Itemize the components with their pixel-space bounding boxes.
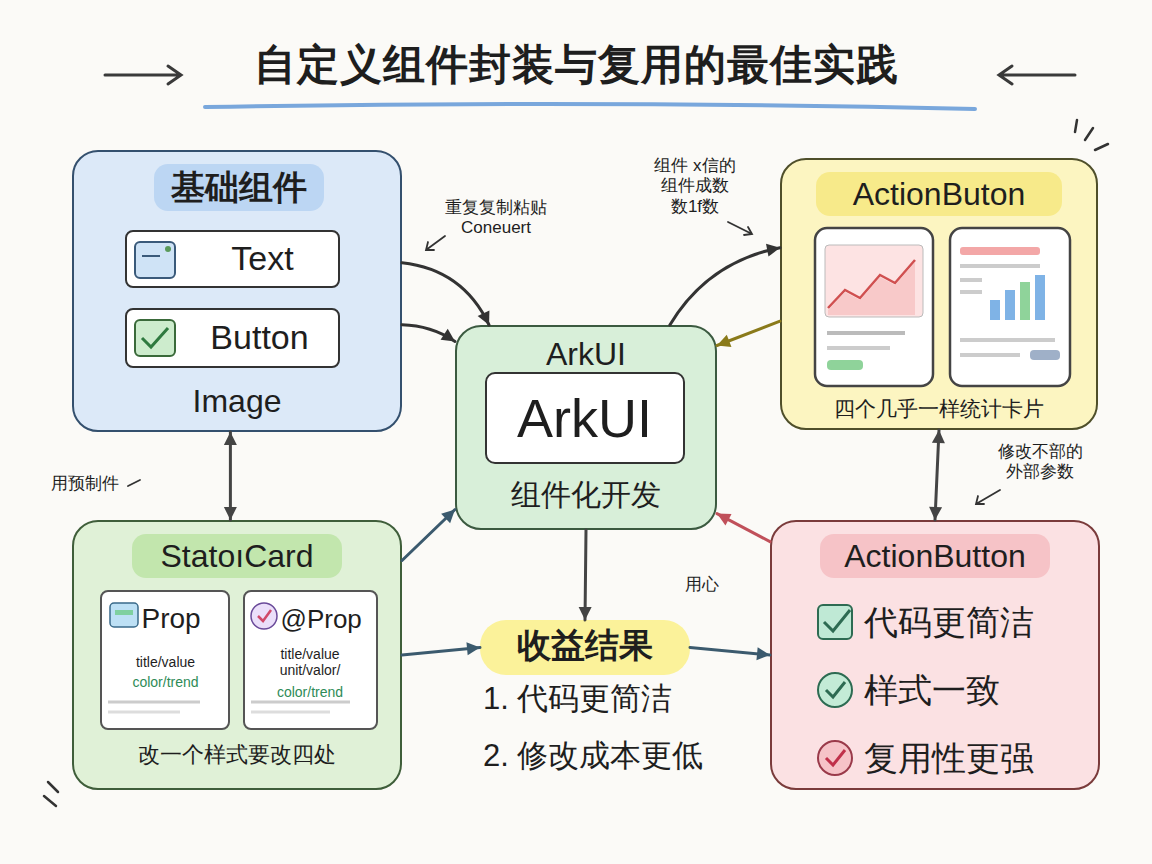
connector	[929, 430, 945, 520]
connector-line	[717, 514, 770, 542]
node-title: Prop	[142, 602, 228, 636]
leader-arrow	[426, 236, 445, 250]
node-title: ArkUI	[487, 386, 683, 451]
arrow-head	[224, 507, 237, 520]
node-title: Button	[185, 317, 335, 358]
sparkle	[1095, 144, 1108, 150]
node-title: ArkUI	[457, 335, 715, 373]
component-box: Button	[125, 308, 340, 368]
title-underline	[205, 104, 975, 109]
group-box: ActionButton 代码更简洁样式一致复用性更强	[770, 520, 1100, 790]
connector-line	[935, 430, 939, 520]
connector	[717, 321, 780, 347]
connector	[670, 244, 780, 325]
sparkle	[1085, 128, 1093, 140]
node-title: ActionButon	[816, 172, 1062, 216]
card-box: Prop title/value color/trend	[100, 590, 230, 730]
connector-line	[585, 530, 586, 620]
node-title: Text	[193, 238, 333, 279]
connector	[402, 325, 455, 342]
connector-line	[690, 648, 770, 656]
sparkle-marks	[44, 120, 1108, 806]
connector	[224, 432, 237, 520]
node-text: 样式一致	[864, 670, 1094, 711]
connector-line	[229, 432, 232, 520]
node-text: 代码更简洁	[864, 602, 1094, 643]
arrow-head	[717, 335, 731, 347]
central-box: ArkUI 组件化开发 ArkUI	[455, 325, 717, 530]
node-text: Image	[74, 382, 400, 420]
connector-line	[670, 248, 780, 325]
connector	[402, 510, 455, 561]
result-pill: 收益结果	[480, 620, 690, 675]
node-text: color/trend	[251, 684, 370, 701]
connector-line	[402, 648, 480, 656]
connector	[579, 530, 592, 620]
sparkle	[1075, 120, 1077, 132]
arrow-head	[224, 432, 237, 445]
group-box: 基础组件 Image TextButton	[72, 150, 402, 432]
group-box: ActionButon 四个几乎一样统计卡片	[780, 158, 1098, 430]
connector-line	[717, 321, 780, 345]
arrow-head	[929, 507, 942, 520]
arrow-head	[766, 244, 780, 257]
result-item: 2. 修改成本更低	[483, 737, 763, 774]
node-text: 组件化开发	[457, 477, 715, 513]
result-item: 1. 代码更简洁	[483, 680, 763, 717]
leader-arrow	[728, 222, 752, 235]
arrow-head	[478, 310, 490, 325]
node-text: 复用性更强	[864, 738, 1094, 779]
connector	[717, 514, 770, 542]
node-text: 四个几乎一样统计卡片	[782, 396, 1096, 421]
arrow-head	[579, 607, 592, 620]
title-arrow	[105, 66, 181, 84]
card-box: @Prop title/value unit/valor/color/trend	[243, 590, 378, 730]
arrow-head	[932, 430, 945, 443]
node-title: @Prop	[281, 604, 375, 635]
connector-line	[402, 263, 489, 325]
title-arrow	[999, 66, 1075, 84]
node-text: title/value unit/valor/	[251, 646, 370, 680]
node-text: title/value	[108, 654, 224, 671]
edge-label: 用心	[680, 575, 724, 595]
node-title: 基础组件	[154, 164, 324, 211]
leader-tick	[128, 480, 140, 486]
sparkle	[48, 782, 58, 792]
connector	[690, 647, 770, 660]
arrow-head	[441, 329, 455, 342]
note-label: 用预制件	[40, 474, 130, 494]
component-box: Text	[125, 230, 340, 288]
sparkle	[44, 796, 56, 806]
leader-arrow	[976, 490, 1000, 504]
connector-line	[402, 510, 455, 561]
node-title: ActionButton	[820, 534, 1050, 578]
node-title: StatoıCard	[132, 534, 342, 578]
diagram-title: 自定义组件封装与复用的最佳实践	[0, 40, 1152, 90]
arrow-head	[441, 510, 455, 524]
arrow-head	[466, 642, 480, 655]
edge-label: 组件 x信的 组件成数 数1f数	[652, 156, 738, 217]
node-text: color/trend	[108, 674, 224, 691]
arrow-head	[717, 514, 732, 526]
connector-line	[402, 325, 455, 342]
connector	[402, 642, 480, 655]
edge-label: 重复复制粘贴 Coneuert	[440, 198, 552, 239]
arrow-head	[756, 647, 770, 660]
node-text: 改一个样式要改四处	[74, 742, 400, 768]
edge-label: 修改不部的 外部参数	[990, 442, 1090, 483]
connector	[402, 263, 489, 325]
component-box: ArkUI	[485, 372, 685, 464]
node-title: 收益结果	[480, 625, 690, 666]
group-box: StatoıCard 改一个样式要改四处 Prop title/value color/…	[72, 520, 402, 790]
